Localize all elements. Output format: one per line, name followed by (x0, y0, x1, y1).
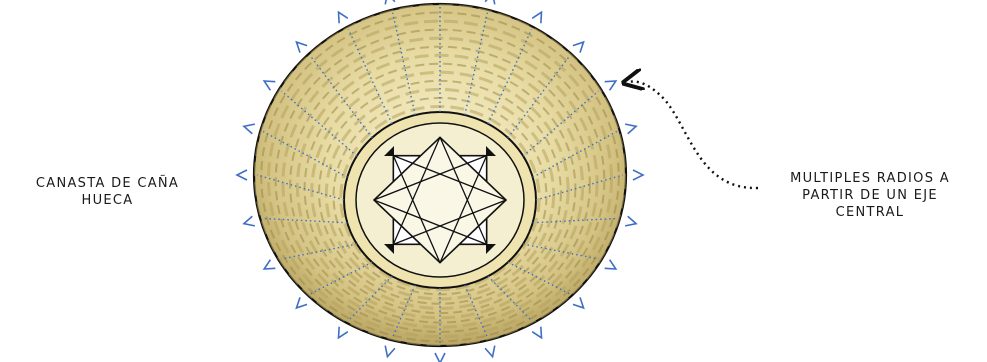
rim-arrow-mark (573, 297, 584, 308)
basket-label-line2: HUECA (0, 192, 215, 209)
radial-annotation-label: MULTIPLES RADIOS A PARTIR DE UN EJE CENT… (760, 170, 980, 221)
rim-arrow-mark (485, 346, 495, 357)
basket-label-line1: CANASTA DE CAÑA (0, 175, 215, 192)
rim-arrow-mark (532, 12, 541, 23)
central-star-weave (374, 137, 506, 262)
annotation-line3: CENTRAL (760, 204, 980, 221)
rim-arrow-mark (264, 260, 275, 269)
rim-arrow-mark (532, 327, 541, 338)
rim-arrow-mark (573, 42, 584, 53)
rim-arrow-mark (244, 124, 255, 134)
rim-arrow-mark (296, 42, 307, 53)
rim-arrow-mark (339, 12, 348, 23)
rim-arrow-mark (237, 170, 247, 180)
rim-arrow-mark (633, 170, 643, 180)
rim-arrow-mark (264, 81, 275, 90)
rim-arrow-mark (244, 216, 255, 226)
rim-arrow-mark (385, 0, 395, 4)
annotation-arrow (628, 82, 758, 189)
rim-arrow-mark (625, 124, 636, 134)
rim-arrow-mark (605, 81, 616, 90)
rim-arrow-mark (625, 216, 636, 226)
basket-label: CANASTA DE CAÑA HUECA (0, 175, 215, 209)
rim-arrow-mark (339, 327, 348, 338)
rim-arrow-mark (435, 353, 445, 362)
annotation-line2: PARTIR DE UN EJE (760, 187, 980, 204)
rim-arrow-mark (296, 297, 307, 308)
annotation-line1: MULTIPLES RADIOS A (760, 170, 980, 187)
rim-arrow-mark (385, 346, 395, 357)
rim-arrow-mark (605, 260, 616, 269)
rim-arrow-mark (485, 0, 495, 4)
